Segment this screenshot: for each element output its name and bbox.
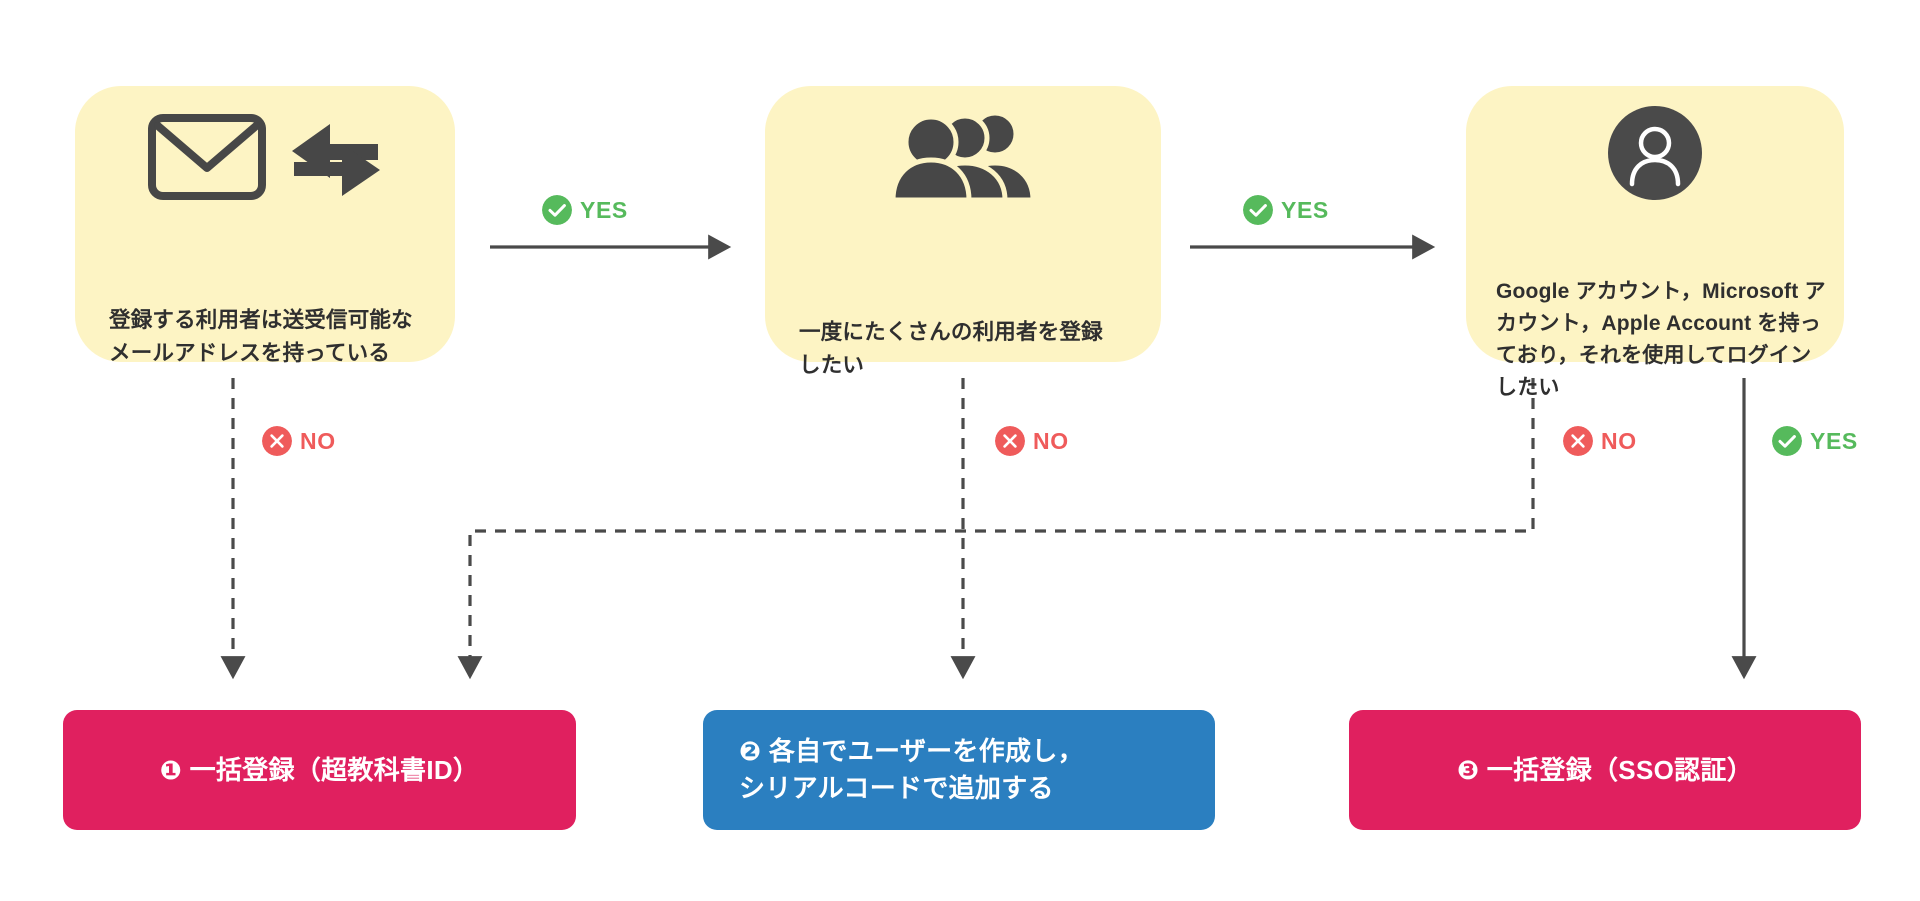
result-text-r2-line2: シリアルコードで追加する	[739, 773, 1054, 803]
badge-label: YES	[580, 196, 628, 223]
result-text-r2-line1: ❷ 各自でユーザーを作成し，	[739, 736, 1084, 767]
question-text-q2: 一度にたくさんの利用者を登録したい	[799, 320, 1103, 378]
badge-label: NO	[300, 427, 336, 454]
q3-icon-row	[1466, 104, 1844, 200]
question-card-q2[interactable]: 一度にたくさんの利用者を登録したい	[765, 86, 1161, 377]
q1-icon-row	[75, 108, 455, 200]
result-card-r2[interactable]: ❷ 各自でユーザーを作成し， シリアルコードで追加する	[703, 710, 1215, 830]
badge-yes-q3: YES	[1772, 426, 1858, 456]
exchange-arrows-icon	[292, 124, 380, 196]
badge-label: NO	[1033, 427, 1069, 454]
badge-no-q1: NO	[262, 426, 336, 456]
badge-label: NO	[1601, 427, 1637, 454]
envelope-icon	[148, 114, 266, 200]
question-card-q1[interactable]: 登録する利用者は送受信可能なメールアドレスを持っている	[75, 86, 455, 365]
badge-yes-q2-to-q3: YES	[1243, 195, 1329, 225]
badge-label: YES	[1810, 427, 1858, 454]
question-text-q1: 登録する利用者は送受信可能なメールアドレスを持っている	[109, 308, 413, 366]
connector-q3-to-r1	[457, 378, 1535, 680]
badge-label: YES	[1281, 196, 1329, 223]
badge-yes-q1-to-q2: YES	[542, 195, 628, 225]
badge-no-q3: NO	[1563, 426, 1637, 456]
result-text-r2: ❷ 各自でユーザーを作成し， シリアルコードで追加する	[739, 733, 1215, 807]
check-circle-icon	[1772, 426, 1802, 456]
q2-icon-row	[765, 106, 1161, 200]
cross-circle-icon	[262, 426, 292, 456]
question-card-q3[interactable]: Google アカウント，Microsoft アカウント，Apple Accou…	[1466, 86, 1844, 399]
check-circle-icon	[1243, 195, 1273, 225]
result-card-r3[interactable]: ❸ 一括登録（SSO認証）	[1349, 710, 1861, 830]
question-text-q3: Google アカウント，Microsoft アカウント，Apple Accou…	[1496, 280, 1826, 399]
result-text-r3: ❸ 一括登録（SSO認証）	[1456, 754, 1754, 785]
cross-circle-icon	[995, 426, 1025, 456]
people-group-icon	[891, 110, 1035, 200]
check-circle-icon	[542, 195, 572, 225]
badge-no-q2: NO	[995, 426, 1069, 456]
result-card-r1[interactable]: ❶ 一括登録（超教科書ID）	[63, 710, 576, 830]
result-text-r1: ❶ 一括登録（超教科書ID）	[159, 754, 480, 785]
user-avatar-icon	[1608, 106, 1702, 200]
cross-circle-icon	[1563, 426, 1593, 456]
